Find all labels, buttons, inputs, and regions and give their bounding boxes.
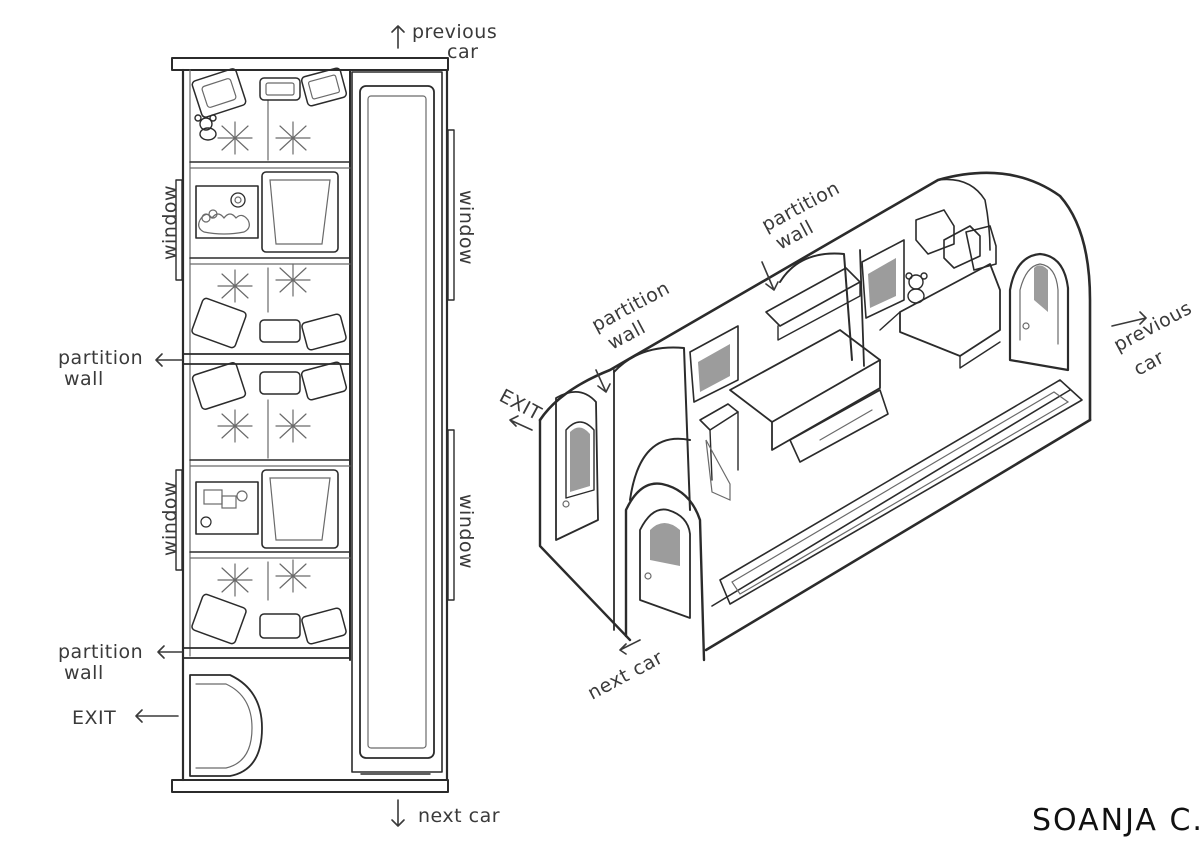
arrow-iso-previous-car-icon [1111,311,1147,327]
label-partition-top-1: partition [58,347,143,369]
window-strip-right-top [447,129,455,301]
arrow-next-car-icon [391,799,405,827]
label-previous-car-2: car [447,41,478,63]
table-seating-top [195,171,339,253]
roof-outline [538,171,1092,422]
label-exit: EXIT [72,707,116,729]
iso-window-1 [689,325,739,403]
artist-signature: SOANJA C. [1032,803,1200,838]
bed-pillows [191,67,348,645]
seat-cushion-bottom [261,469,339,549]
iso-luggage-1 [915,209,955,255]
arrow-partition-top-icon [155,353,183,367]
iso-window-2 [861,239,905,319]
exit-door-plan [189,674,263,777]
door-window-glass-front [650,523,680,566]
arrow-partition-bottom-icon [157,645,183,659]
label-next-car: next car [418,805,500,827]
corridor [351,71,443,773]
corridor-carpet [359,85,435,759]
iso-partition-b [779,252,853,361]
label-partition-bottom-2: wall [64,662,104,684]
iso-bench-1 [729,329,881,423]
window-strip-right-bottom [447,429,455,601]
corridor-carpet-inner [367,95,427,749]
partition-wall-top-shape [182,353,351,365]
label-window-left-bottom: window [159,481,181,556]
iso-luggage-3 [965,225,997,271]
label-iso-previous-car-2: car [1130,346,1168,380]
iso-bench-front-1 [789,389,889,463]
front-left-edge [538,418,632,642]
iso-teddy-bear-icon [905,272,928,304]
window-strip-left-bottom [175,469,183,571]
front-wall [171,57,449,71]
arrow-exit-icon [135,709,179,723]
label-window-right-top: window [455,190,477,265]
compartment-dividers [182,99,351,659]
label-iso-exit: EXIT [496,385,545,425]
label-iso-next-car: next car [584,646,667,704]
iso-table [699,403,739,431]
iso-bench-2 [899,263,1001,357]
label-partition-top-2: wall [64,368,104,390]
arrow-previous-car-icon [391,25,405,49]
arrow-iso-partition-b-icon [761,261,779,291]
label-iso-previous-car-1: previous [1110,297,1196,356]
iso-partition-a [613,346,691,511]
isometric-view: partition wall partition wall EXIT previ… [496,171,1196,704]
table-seating-bottom [195,469,339,549]
floor-right-edge [704,418,1092,652]
door-window-glass-back [1034,265,1048,312]
back-wall [171,779,449,793]
label-previous-car-1: previous [412,21,497,43]
floor-plan-arrows [135,25,405,827]
window-strip-left-top [175,179,183,281]
roof-inner-arch [937,178,991,251]
label-partition-bottom-1: partition [58,641,143,663]
floor-plan: previous car next car window window wind… [58,21,500,827]
door-previous-car [1008,252,1070,372]
exit-door-iso [555,391,599,541]
partition-wall-bottom-shape [182,647,351,659]
front-end-next-car [624,482,706,662]
seat-cushion-top [261,171,339,253]
arrow-iso-next-car-icon [619,639,641,655]
label-window-left-top: window [159,185,181,260]
arrow-iso-exit-icon [509,415,533,431]
iso-carpet [719,379,1083,605]
door-next-car [639,508,691,619]
door-window-glass-exit [570,427,590,492]
teddy-bear-icon [194,114,217,141]
iso-arrows [509,261,1147,655]
lamp-marks [217,121,311,597]
arrow-iso-partition-a-icon [595,369,611,393]
label-window-right-bottom: window [455,494,477,569]
iso-luggage-2 [943,225,981,269]
